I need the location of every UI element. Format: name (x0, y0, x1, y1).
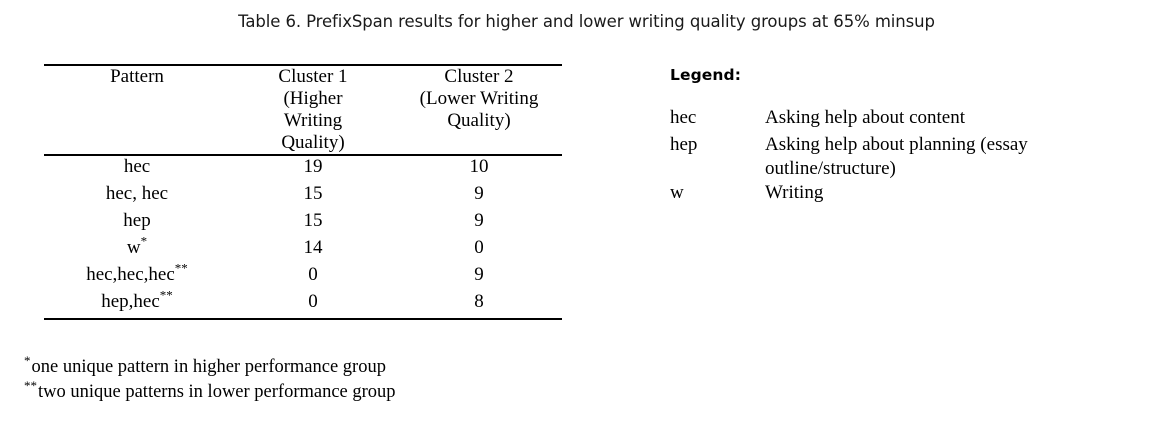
cell-pattern-text: w (126, 237, 141, 258)
table-bottom-rule (44, 318, 562, 320)
cell-cluster2: 8 (474, 291, 484, 312)
legend-term: hec (670, 107, 697, 128)
cell-pattern-marker: ** (174, 260, 188, 276)
table-row: hec, hec 15 9 (44, 183, 562, 210)
cell-cluster1: 0 (308, 291, 318, 312)
table-row: hep 15 9 (44, 210, 562, 237)
legend-description: Asking help about planning (essay outlin… (765, 134, 1028, 179)
legend-description: Writing (765, 182, 824, 203)
legend-term: w (670, 182, 684, 203)
cell-pattern: hep (44, 210, 230, 237)
table-top-rule (44, 64, 562, 66)
cell-pattern-marker: * (140, 233, 148, 249)
legend-item: w Writing (670, 181, 1140, 208)
legend-panel: Legend: hec Asking help about content he… (670, 66, 1140, 208)
cell-cluster2: 0 (474, 237, 484, 258)
cell-pattern: w* (44, 233, 230, 264)
cell-cluster2: 9 (474, 183, 484, 204)
footnote-text: two unique patterns in lower performance… (38, 382, 396, 402)
table-row: w* 14 0 (44, 233, 562, 264)
column-header-cluster1-line2: (Higher (283, 88, 343, 109)
legend-item: hep Asking help about planning (essay ou… (670, 133, 1140, 181)
legend-term: hep (670, 134, 698, 155)
table-footnotes: *one unique pattern in higher performanc… (24, 352, 584, 405)
legend-table: hec Asking help about content hep Asking… (670, 106, 1140, 208)
cell-pattern-text: hec, hec (105, 183, 169, 204)
footnote-marker: ** (24, 377, 37, 393)
column-header-cluster2-line2: (Lower Writing (419, 88, 539, 109)
cell-cluster2: 10 (469, 156, 489, 177)
cell-cluster1: 14 (303, 237, 323, 258)
cell-pattern-text: hep,hec (101, 291, 160, 312)
prefixspan-results-table: Pattern Cluster 1 (Higher Writing Qualit… (44, 66, 562, 154)
column-header-cluster2: Cluster 2 (Lower Writing Quality) (396, 66, 562, 154)
table-body: hec 19 10 hec, hec 15 9 hep 15 9 w* 14 0… (44, 156, 562, 318)
cell-pattern: hep,hec** (44, 287, 230, 318)
column-header-pattern: Pattern (44, 66, 230, 154)
table-header-row: Pattern Cluster 1 (Higher Writing Qualit… (44, 66, 562, 154)
cell-cluster2: 9 (474, 264, 484, 285)
cell-pattern-text: hep (123, 210, 151, 231)
cell-pattern: hec, hec (44, 183, 230, 210)
results-table: Pattern Cluster 1 (Higher Writing Qualit… (44, 64, 562, 320)
footnote-marker: * (24, 352, 31, 368)
column-header-cluster1-line4: Quality) (281, 132, 345, 153)
table-row: hec,hec,hec** 0 9 (44, 260, 562, 291)
prefixspan-results-body: hec 19 10 hec, hec 15 9 hep 15 9 w* 14 0… (44, 156, 562, 318)
table-header: Pattern Cluster 1 (Higher Writing Qualit… (44, 66, 562, 154)
cell-cluster1: 15 (303, 210, 323, 231)
column-header-cluster1-line3: Writing (283, 110, 343, 131)
legend-item: hec Asking help about content (670, 106, 1140, 133)
column-header-cluster1-line1: Cluster 1 (278, 66, 348, 87)
cell-cluster2: 9 (474, 210, 484, 231)
cell-pattern-text: hec,hec,hec (86, 264, 175, 285)
column-header-cluster1: Cluster 1 (Higher Writing Quality) (230, 66, 396, 154)
cell-cluster1: 15 (303, 183, 323, 204)
cell-pattern: hec,hec,hec** (44, 260, 230, 291)
legend-description: Asking help about content (765, 107, 965, 128)
column-header-cluster2-line3: Quality) (447, 110, 511, 131)
cell-pattern-marker: ** (159, 287, 173, 303)
table-header-rule (44, 154, 562, 156)
legend-title: Legend: (670, 66, 742, 84)
table-row: hep,hec** 0 8 (44, 287, 562, 318)
cell-cluster1: 0 (308, 264, 318, 285)
page-title: Table 6. PrefixSpan results for higher a… (238, 12, 935, 31)
column-header-cluster2-line1: Cluster 2 (444, 66, 514, 87)
footnote-double-star: **two unique patterns in lower performan… (24, 377, 584, 405)
cell-pattern-text: hec (123, 156, 151, 177)
footnote-single-star: *one unique pattern in higher performanc… (24, 352, 584, 380)
column-header-pattern-label: Pattern (110, 66, 164, 87)
table-row: hec 19 10 (44, 156, 562, 183)
footnote-text: one unique pattern in higher performance… (31, 357, 386, 377)
cell-pattern: hec (44, 156, 230, 183)
cell-cluster1: 19 (303, 156, 323, 177)
